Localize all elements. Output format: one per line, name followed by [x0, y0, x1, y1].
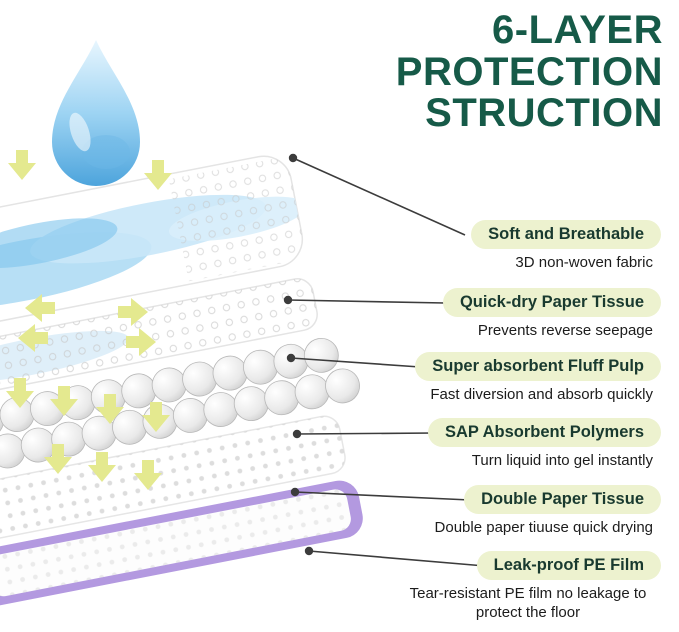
- layer-description: Turn liquid into gel instantly: [471, 452, 653, 469]
- callout-fluff-pulp: Super absorbent Fluff Pulp Fast diversio…: [415, 352, 661, 405]
- layer-description: Tear-resistant PE film no leakage to pro…: [409, 585, 647, 621]
- sap-polymer-bubbles: [0, 368, 360, 469]
- layer-label-pill: Quick-dry Paper Tissue: [442, 288, 661, 317]
- layer-description: 3D non-woven fabric: [515, 254, 653, 271]
- layer-label-pill: Leak-proof PE Film: [476, 551, 661, 580]
- callout-double-paper-tissue: Double Paper Tissue Double paper tiuuse …: [435, 485, 661, 538]
- title-line-1: 6-LAYER: [492, 8, 663, 52]
- layer-description: Double paper tiuuse quick drying: [434, 519, 653, 536]
- layer-label-pill: Super absorbent Fluff Pulp: [415, 352, 661, 381]
- layer-description: Fast diversion and absorb quickly: [430, 386, 653, 403]
- title-line-3: STRUCTION: [425, 91, 663, 136]
- down-arrow-icon: [8, 150, 36, 180]
- layer-label-pill: Double Paper Tissue: [464, 485, 661, 514]
- callout-sap-polymers: SAP Absorbent Polymers Turn liquid into …: [428, 418, 661, 471]
- layer-description: Prevents reverse seepage: [477, 322, 653, 339]
- layer-stack-illustration: [0, 40, 363, 606]
- page-title: 6-LAYER PROTECTION STRUCTION: [395, 8, 663, 136]
- title-line-2: PROTECTION: [395, 49, 663, 94]
- callout-soft-breathable: Soft and Breathable 3D non-woven fabric: [471, 220, 661, 273]
- callout-pe-film: Leak-proof PE Film Tear-resistant PE fil…: [403, 551, 661, 623]
- pe-film-layer: [0, 480, 363, 606]
- soft-breathable-layer: [0, 153, 308, 330]
- callout-quick-dry-tissue: Quick-dry Paper Tissue Prevents reverse …: [442, 288, 661, 341]
- layer-label-pill: Soft and Breathable: [471, 220, 661, 249]
- layer-label-pill: SAP Absorbent Polymers: [428, 418, 661, 447]
- water-drop-icon: [52, 40, 140, 186]
